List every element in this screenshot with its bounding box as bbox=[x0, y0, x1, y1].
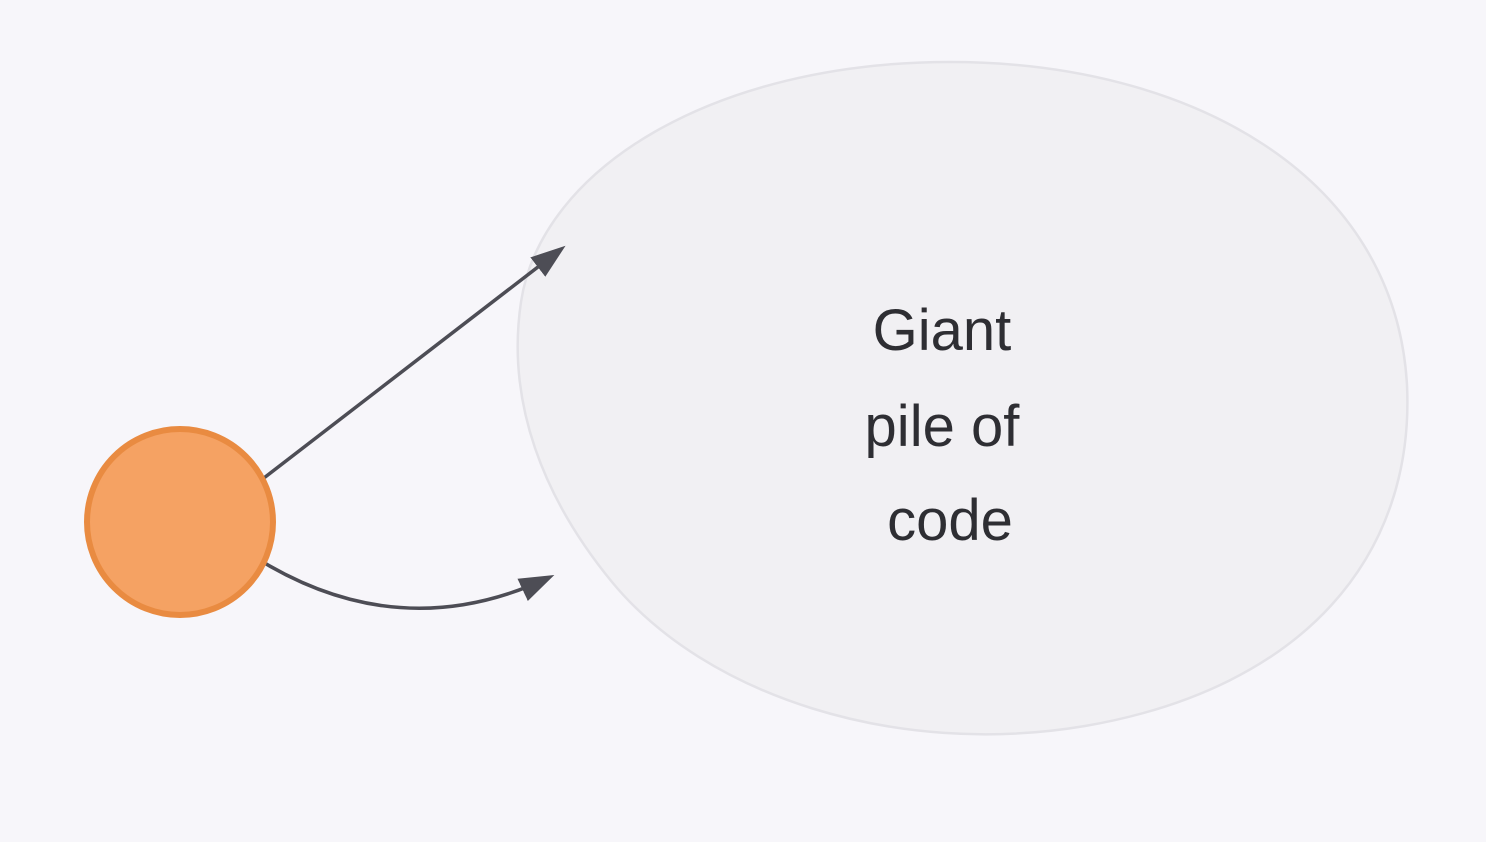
source-node bbox=[84, 426, 276, 618]
code-pile-blob bbox=[516, 60, 1409, 736]
pile-label: Giant pile of code bbox=[865, 298, 1036, 553]
pile-label-line: Giant bbox=[873, 298, 1012, 363]
pile-label-line: pile of bbox=[865, 394, 1021, 459]
straight-arrow bbox=[258, 245, 566, 483]
pile-label-line: code bbox=[887, 488, 1013, 553]
curved-arrow bbox=[251, 554, 555, 610]
